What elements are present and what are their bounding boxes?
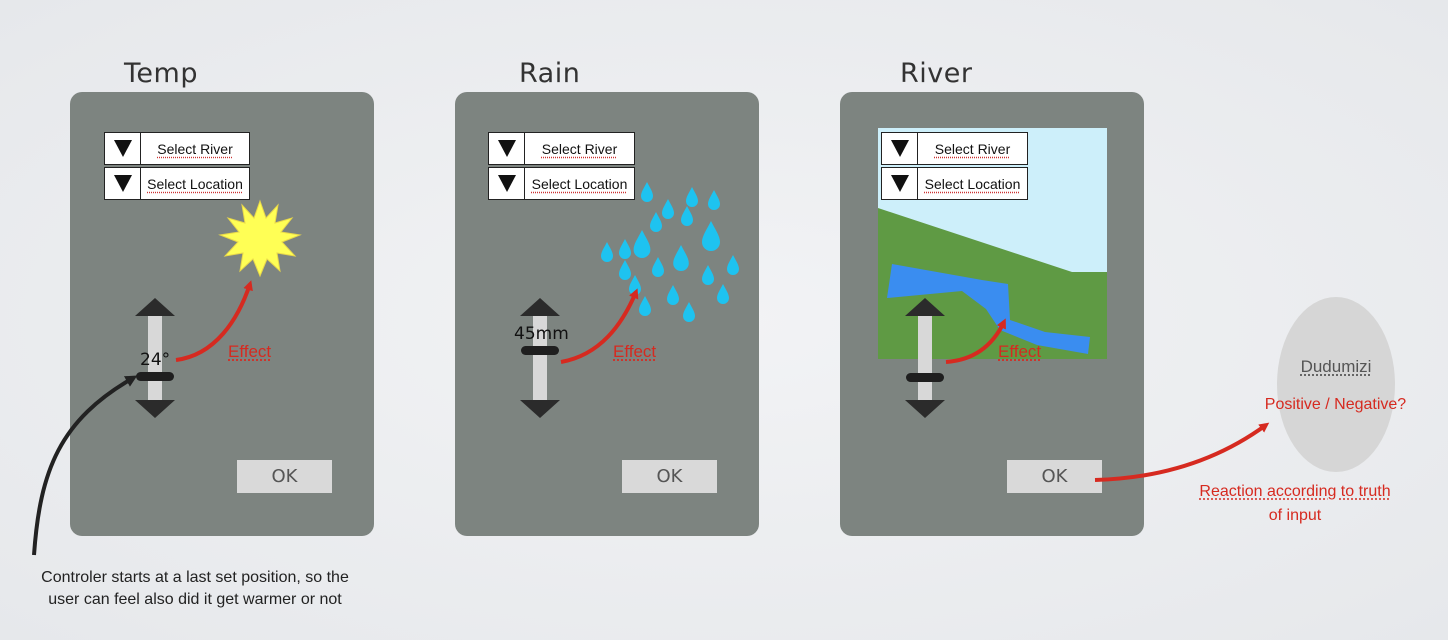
select-river-dropdown[interactable]: Select River: [104, 132, 250, 165]
select-location-dropdown[interactable]: Select Location: [881, 167, 1028, 200]
increase-arrow[interactable]: [135, 298, 175, 316]
temp-device: Select River Select Location 24° Effect …: [70, 92, 374, 536]
increase-arrow[interactable]: [520, 298, 560, 316]
dropdown-arrow-icon: [105, 133, 141, 164]
rain-slider-track[interactable]: [533, 316, 547, 400]
river-title: River: [900, 58, 973, 89]
select-river-label: Select River: [157, 140, 233, 157]
select-location-label: Select Location: [147, 175, 243, 192]
select-location-dropdown[interactable]: Select Location: [104, 167, 250, 200]
dudumizi-ellipse: [1277, 297, 1395, 472]
dropdown-arrow-icon: [489, 133, 525, 164]
select-river-dropdown[interactable]: Select River: [881, 132, 1028, 165]
dropdown-arrow-icon: [882, 168, 918, 199]
temp-title: Temp: [124, 58, 198, 89]
reaction-note: Reaction according to truth of input: [1170, 480, 1420, 528]
dudumizi-title: Dudumizi: [1300, 357, 1372, 376]
temp-value: 24°: [140, 350, 171, 370]
decrease-arrow[interactable]: [520, 400, 560, 418]
rain-device: Select River Select Location 45mm Effect: [455, 92, 759, 536]
rain-slider-knob[interactable]: [521, 346, 559, 355]
ok-button[interactable]: OK: [1007, 460, 1102, 493]
select-river-label: Select River: [541, 140, 618, 157]
dropdown-arrow-icon: [489, 168, 525, 199]
select-location-label: Select Location: [531, 175, 628, 192]
rain-value: 45mm: [514, 324, 569, 344]
reaction-line-2: of input: [1268, 507, 1322, 524]
effect-label: Effect: [613, 342, 657, 361]
rain-title: Rain: [519, 58, 581, 89]
river-slider-knob[interactable]: [906, 373, 944, 382]
ok-button[interactable]: OK: [622, 460, 717, 493]
river-slider-track[interactable]: [918, 316, 932, 400]
select-location-dropdown[interactable]: Select Location: [488, 167, 635, 200]
note-line-2: user can feel also did it get warmer or …: [48, 591, 342, 608]
reaction-line-1: Reaction according to truth: [1199, 483, 1391, 500]
note-line-1: Controler starts at a last set position,…: [41, 569, 349, 586]
select-river-label: Select River: [934, 140, 1011, 157]
increase-arrow[interactable]: [905, 298, 945, 316]
decrease-arrow[interactable]: [905, 400, 945, 418]
dropdown-arrow-icon: [882, 133, 918, 164]
temp-slider-knob[interactable]: [136, 372, 174, 381]
effect-label: Effect: [228, 342, 272, 361]
controller-note: Controler starts at a last set position,…: [0, 567, 390, 611]
dropdown-arrow-icon: [105, 168, 141, 199]
ok-button[interactable]: OK: [237, 460, 332, 493]
effect-label: Effect: [998, 342, 1042, 361]
river-device: Select River Select Location Effect OK: [840, 92, 1144, 536]
decrease-arrow[interactable]: [135, 400, 175, 418]
select-river-dropdown[interactable]: Select River: [488, 132, 635, 165]
select-location-label: Select Location: [924, 175, 1021, 192]
positive-negative-label: Positive / Negative?: [1264, 396, 1407, 413]
